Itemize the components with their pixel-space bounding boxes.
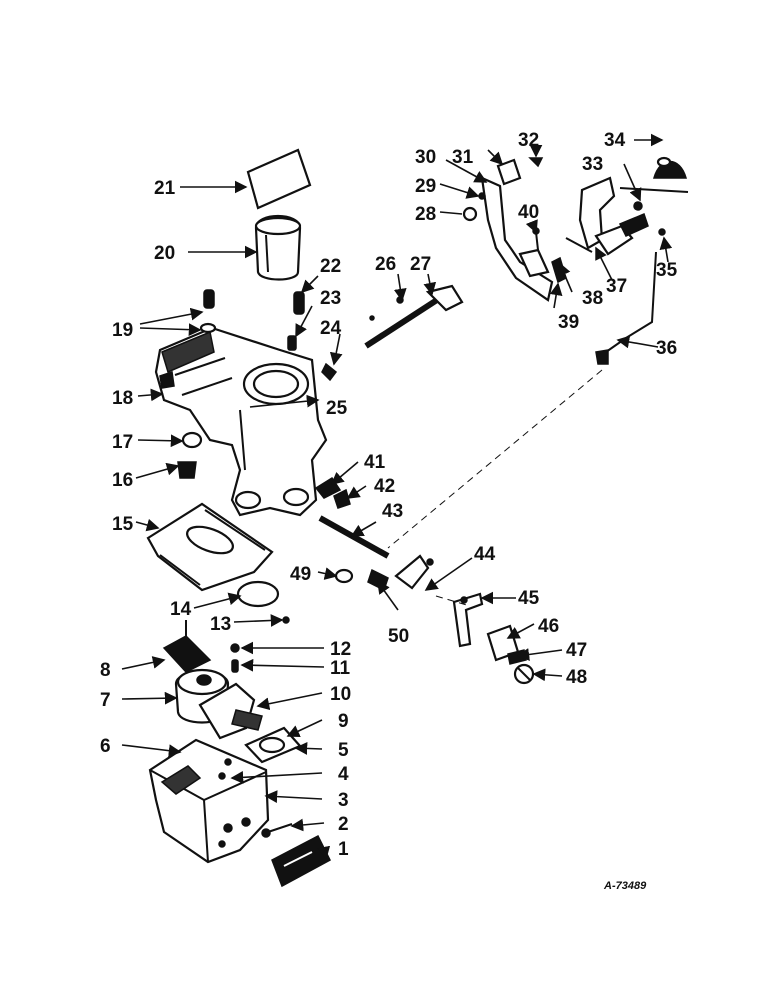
callout-5: 5	[338, 740, 349, 761]
part-14-disc	[236, 580, 280, 608]
part-19-screw	[199, 289, 217, 334]
callout-21: 21	[154, 178, 176, 199]
callout-29: 29	[415, 176, 436, 197]
callout-6: 6	[100, 736, 111, 757]
callout-32: 32	[518, 130, 539, 151]
callout-43: 43	[382, 501, 403, 522]
assembly-dashed-line-2	[435, 595, 471, 607]
part-26-screw	[369, 296, 404, 321]
part-38-screw	[565, 237, 593, 253]
part-28-nut	[462, 206, 478, 222]
callout-28: 28	[415, 204, 436, 225]
part-11-weight	[231, 659, 239, 673]
callout-23: 23	[320, 288, 341, 309]
part-8-bracket	[162, 620, 212, 673]
callout-20: 20	[154, 243, 175, 264]
part-45-bracket	[452, 592, 484, 648]
part-13-pin	[282, 616, 290, 624]
callout-34: 34	[604, 130, 626, 151]
callout-11: 11	[330, 658, 351, 679]
callout-17: 17	[112, 432, 133, 453]
callout-18: 18	[112, 388, 133, 409]
callout-47: 47	[566, 640, 587, 661]
part-33-lever	[578, 176, 634, 256]
callout-4: 4	[338, 764, 349, 785]
callout-15: 15	[112, 514, 134, 535]
callout-19: 19	[112, 320, 133, 341]
callout-1: 1	[338, 839, 349, 860]
part-30-bracket	[480, 176, 554, 302]
part-36-rod	[595, 251, 657, 365]
part-49-nut	[334, 568, 354, 584]
callout-25: 25	[326, 398, 348, 419]
part-48-nut	[513, 663, 535, 685]
callout-40: 40	[518, 202, 539, 223]
callout-8: 8	[100, 660, 111, 681]
callout-27: 27	[410, 254, 431, 275]
callout-36: 36	[656, 338, 677, 359]
part-10-valve	[198, 682, 263, 740]
part-34-rod	[619, 156, 689, 211]
part-37-spring	[618, 212, 649, 237]
part-12-ball	[230, 643, 240, 653]
callout-45: 45	[518, 588, 540, 609]
callout-50: 50	[388, 626, 409, 647]
drawing-reference: A-73489	[603, 880, 647, 892]
callout-16: 16	[112, 470, 133, 491]
callout-31: 31	[452, 147, 474, 168]
callout-22: 22	[320, 256, 341, 277]
part-27-shaft	[364, 284, 464, 349]
callout-2: 2	[338, 814, 349, 835]
part-24-screw	[321, 362, 338, 382]
callout-48: 48	[566, 667, 587, 688]
part-22-spring	[293, 291, 305, 315]
callout-9: 9	[338, 711, 349, 732]
callout-42: 42	[374, 476, 395, 497]
assembly-dashed-line	[387, 369, 603, 549]
leader-lines	[121, 133, 673, 860]
part-3-float-bowl	[148, 738, 270, 864]
part-43-shaft	[318, 515, 390, 559]
callout-39: 39	[558, 312, 579, 333]
part-42-screw	[333, 488, 351, 509]
part-32-screw	[528, 157, 544, 168]
callout-37: 37	[606, 276, 627, 297]
callout-33: 33	[582, 154, 603, 175]
callout-24: 24	[320, 318, 342, 339]
part-17-o-ring	[181, 431, 203, 449]
callout-44: 44	[474, 544, 496, 565]
part-4-5-6-small	[218, 758, 232, 780]
part-39-spring	[551, 256, 567, 284]
part-1-plate	[271, 834, 331, 888]
callout-3: 3	[338, 790, 349, 811]
callout-41: 41	[364, 452, 386, 473]
part-2-screw	[261, 823, 293, 838]
callout-10: 10	[330, 684, 351, 705]
callout-26: 26	[375, 254, 396, 275]
part-15-gasket	[146, 502, 274, 592]
part-44-lever	[394, 554, 434, 590]
part-18-pin	[159, 371, 175, 389]
callout-35: 35	[656, 260, 678, 281]
part-50-spring	[367, 568, 389, 592]
callout-49: 49	[290, 564, 311, 585]
part-35-cotter	[658, 228, 666, 236]
callout-14: 14	[170, 599, 192, 620]
part-23-plug	[287, 335, 297, 351]
part-25-carburetor-body	[154, 326, 328, 517]
part-20-sleeve	[254, 215, 302, 281]
callout-30: 30	[415, 147, 436, 168]
callout-7: 7	[100, 690, 111, 711]
callout-13: 13	[210, 614, 231, 635]
part-21-plate	[246, 148, 312, 210]
callout-12: 12	[330, 639, 351, 660]
callout-46: 46	[538, 616, 559, 637]
part-9-gasket	[244, 726, 302, 764]
part-16-needle-seat	[177, 461, 197, 479]
part-29-washer	[478, 192, 486, 200]
callout-labels: 1 2 3 4 5 6 7 8 9 10 11 12 13 14 15 16 1…	[100, 130, 678, 892]
callout-38: 38	[582, 288, 603, 309]
part-31-clip	[496, 158, 522, 186]
